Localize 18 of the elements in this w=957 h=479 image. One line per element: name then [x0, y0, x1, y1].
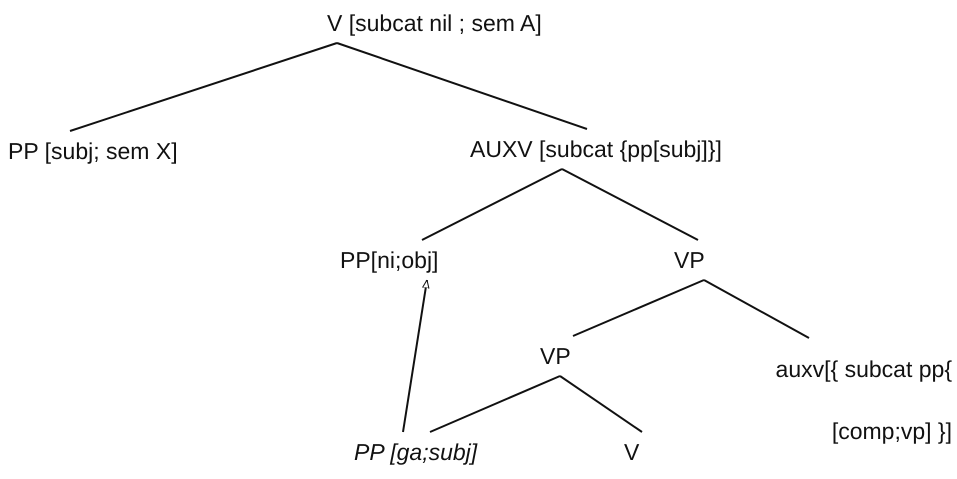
tree-branch-line [336, 42, 588, 130]
tree-node-label: AUXV [subcat {pp[subj]}] [468, 129, 724, 169]
tree-node-label: V [subcat nil ; sem A] [325, 3, 544, 43]
tree-branch-line [562, 168, 698, 241]
tree-branch-line [559, 375, 643, 433]
tree-branch-line [430, 375, 560, 433]
tree-node-label: V [622, 432, 642, 472]
tree-node-label: PP [subj; sem X] [6, 131, 180, 171]
tree-branch-line [422, 168, 562, 241]
tree-node-label: VP [672, 240, 707, 280]
tree-branch-line [70, 42, 338, 132]
tree-node-label: PP [ga;subj] [352, 432, 480, 472]
tree-node-label: auxv[{ subcat pp{ [comp;vp] }] [720, 338, 954, 462]
arrow [402, 279, 430, 432]
tree-branch-line [704, 279, 810, 339]
tree-node-label: PP[ni;obj] [338, 240, 440, 280]
tree-node-label: VP [538, 336, 573, 376]
tree-branch-line [572, 279, 704, 337]
